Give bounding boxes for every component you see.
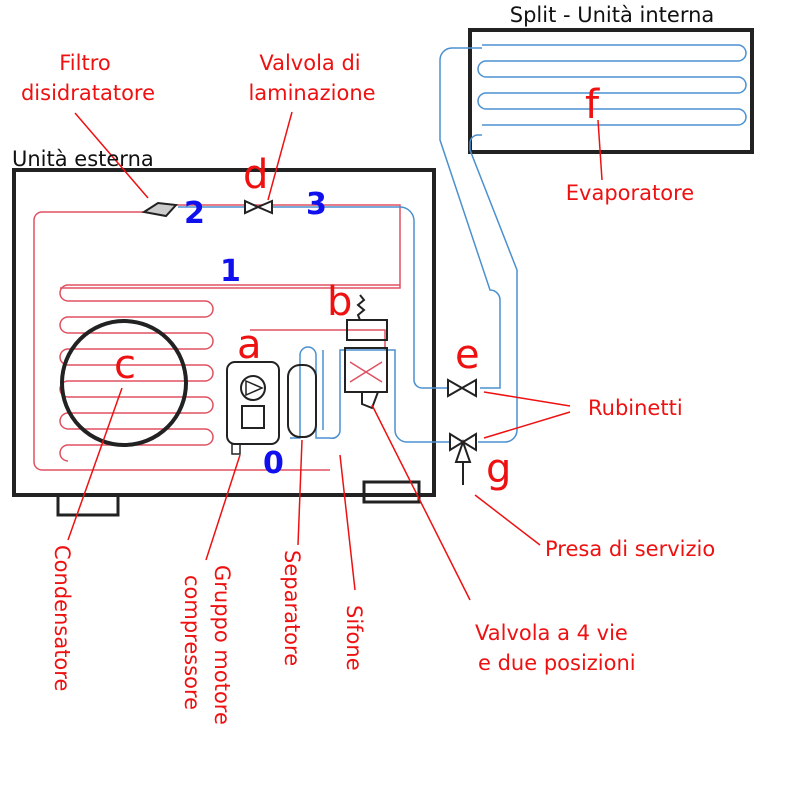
number-1: 1 bbox=[220, 254, 241, 289]
separator-body bbox=[287, 364, 317, 438]
four-way-valve-actuator bbox=[361, 391, 380, 410]
compressor-pump-icon bbox=[240, 375, 266, 401]
four-way-label-line2: e due posizioni bbox=[478, 651, 636, 675]
condenser-outer-loop bbox=[33, 211, 330, 471]
suction-line-separator bbox=[290, 346, 330, 439]
condenser-fan bbox=[60, 319, 188, 447]
leader-siphon bbox=[339, 454, 356, 591]
leader-evaporator bbox=[597, 119, 603, 181]
valve-label-line1: Valvola di bbox=[259, 51, 360, 75]
leader-taps bbox=[483, 391, 571, 439]
number-0: 0 bbox=[263, 446, 284, 481]
leader-separator bbox=[297, 439, 303, 546]
line-to-evaporator bbox=[439, 47, 501, 389]
outdoor-unit-title: Unità esterna bbox=[12, 147, 154, 171]
evaporator-coil bbox=[477, 44, 747, 126]
number-2: 2 bbox=[184, 196, 205, 231]
compressor-foot bbox=[231, 443, 241, 455]
evaporator-label: Evaporatore bbox=[566, 181, 694, 205]
four-way-valve-spring-icon bbox=[356, 294, 366, 321]
leader-valve bbox=[267, 111, 293, 201]
taps-label: Rubinetti bbox=[588, 396, 683, 420]
leader-compressor bbox=[205, 454, 241, 561]
suction-line-siphon bbox=[329, 349, 450, 443]
valve-label-line2: laminazione bbox=[248, 81, 375, 105]
four-way-valve-head bbox=[346, 319, 388, 341]
liquid-line-to-tap-e bbox=[272, 206, 448, 389]
four-way-valve-body bbox=[344, 347, 388, 393]
compressor-label-line1: Gruppo motore bbox=[210, 565, 234, 725]
leader-lines bbox=[67, 111, 603, 601]
outdoor-unit-foot-right bbox=[362, 480, 421, 504]
outdoor-unit-frame bbox=[12, 168, 436, 497]
compressor-arrow bbox=[245, 379, 264, 397]
leader-filter bbox=[74, 112, 149, 199]
number-3: 3 bbox=[306, 187, 327, 222]
letter-b: b bbox=[327, 279, 352, 325]
letter-a: a bbox=[237, 322, 262, 368]
compressor-motor bbox=[241, 405, 265, 429]
compressor-label-line2: compressore bbox=[180, 575, 204, 710]
letter-g: g bbox=[486, 446, 511, 492]
letter-f: f bbox=[585, 82, 600, 128]
tap-e-icon bbox=[447, 378, 477, 398]
indoor-unit-title: Split - Unità interna bbox=[510, 3, 715, 27]
service-port-label: Presa di servizio bbox=[545, 537, 715, 561]
compressor-body bbox=[226, 361, 280, 445]
letter-e: e bbox=[455, 332, 480, 378]
condenser-serpentine bbox=[59, 284, 400, 462]
line-from-evaporator bbox=[469, 134, 518, 443]
filter-label-line1: Filtro bbox=[59, 51, 110, 75]
filter-drier-icon bbox=[141, 201, 179, 218]
separator-label: Separatore bbox=[280, 550, 304, 666]
expansion-valve-icon bbox=[244, 199, 273, 215]
indoor-unit-frame bbox=[468, 28, 754, 154]
siphon-label: Sifone bbox=[342, 605, 366, 671]
leader-condenser bbox=[67, 387, 123, 541]
condenser-label: Condensatore bbox=[50, 545, 74, 691]
four-way-label-line1: Valvola a 4 vie bbox=[475, 621, 628, 645]
leader-service-port bbox=[474, 494, 541, 546]
letter-d: d bbox=[243, 152, 268, 198]
letter-c: c bbox=[114, 342, 136, 388]
outdoor-unit-foot-left bbox=[56, 493, 120, 517]
condenser-feed-line bbox=[60, 204, 401, 289]
leader-four-way bbox=[371, 404, 471, 601]
four-way-valve-cross bbox=[349, 361, 383, 383]
hot-gas-line bbox=[250, 329, 386, 350]
filter-label-line2: disidratatore bbox=[21, 81, 155, 105]
